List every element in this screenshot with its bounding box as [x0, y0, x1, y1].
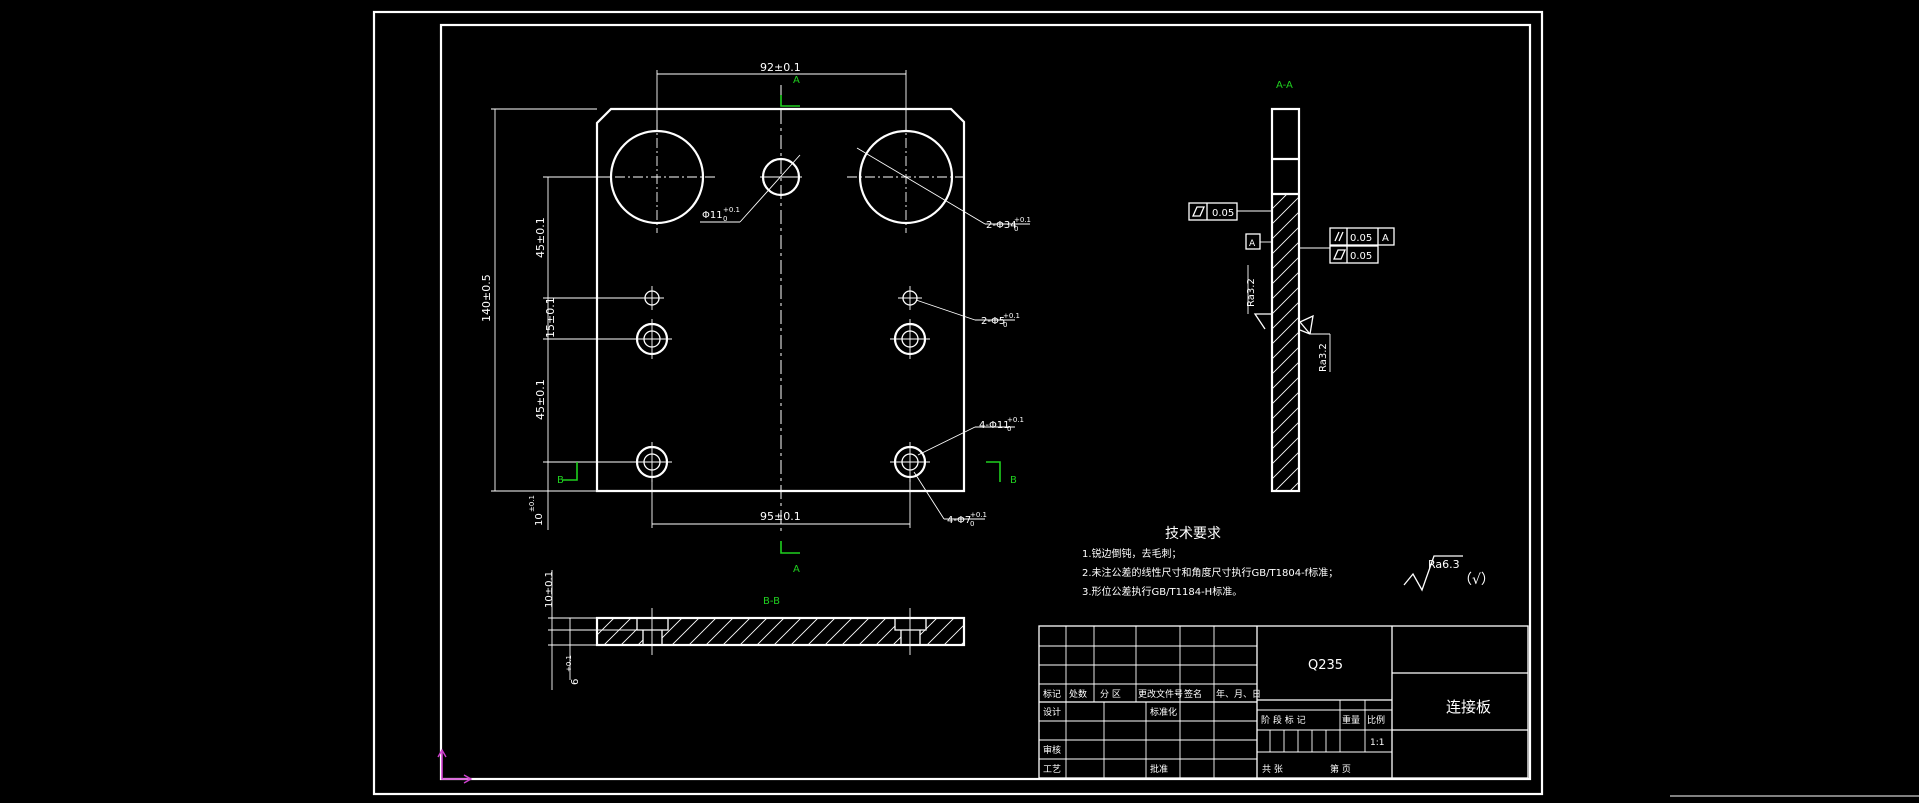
hatch-line	[620, 618, 649, 645]
hatch-line	[1410, 194, 1707, 491]
hatch-line	[1305, 194, 1602, 491]
hatch-line	[1272, 451, 1299, 480]
hatch-line	[739, 618, 768, 645]
hatch-line	[978, 618, 1005, 645]
title-block	[1038, 625, 1529, 779]
hatch-line	[841, 618, 870, 645]
hatch-line	[1335, 194, 1632, 491]
hatch-line	[1395, 194, 1692, 491]
hatch-line	[1515, 194, 1812, 491]
plate-outline[interactable]	[595, 107, 966, 493]
hatch-line	[1237, 159, 1272, 194]
hatch-line	[1312, 159, 1347, 194]
cb-hole-bottom-right[interactable]	[890, 442, 930, 482]
hatch-line	[1272, 346, 1299, 375]
hatch-line	[1575, 194, 1872, 491]
cb-hole-mid-right[interactable]	[890, 319, 930, 359]
hatch-line	[1560, 194, 1857, 491]
hatch-line	[756, 618, 785, 645]
hatch-line	[1272, 436, 1299, 465]
hatch-line	[1545, 194, 1842, 491]
hatch-line	[875, 618, 904, 645]
hatch-line	[1455, 194, 1752, 491]
hatch-line	[943, 618, 964, 645]
hatch-line	[1272, 316, 1299, 345]
hatch-line	[1272, 241, 1299, 270]
hatch-line	[807, 618, 836, 645]
section-bb-view	[548, 570, 1005, 690]
hatch-line	[1272, 271, 1299, 300]
section-aa-view	[1188, 107, 1887, 493]
hatch-line	[892, 618, 921, 645]
hatch-line	[1272, 421, 1299, 450]
hatch-line	[1272, 361, 1299, 390]
hatch-line	[1297, 159, 1332, 194]
hatch-line	[1272, 194, 1288, 210]
hatch-line	[1320, 194, 1617, 491]
hatch-line	[603, 618, 632, 645]
hatch-line	[597, 618, 598, 645]
hatch-line	[1365, 194, 1662, 491]
hatch-line	[597, 618, 615, 645]
hatch-line	[824, 618, 853, 645]
hatch-line	[688, 618, 717, 645]
hatch-line	[722, 618, 751, 645]
inner-drawing-frame	[439, 23, 1532, 781]
hatch-line	[1286, 158, 1287, 159]
hatch-line	[1327, 159, 1362, 194]
hatch-line	[1274, 466, 1299, 491]
ucs-icon	[437, 748, 473, 784]
hatch-line	[1425, 194, 1722, 491]
hatch-line	[1272, 194, 1273, 195]
hatch-line	[1380, 194, 1677, 491]
outer-sheet-border	[372, 10, 1544, 796]
hatch-line	[1272, 256, 1299, 285]
hatch-line	[1470, 194, 1767, 491]
hatch-line	[1500, 194, 1797, 491]
hatch-line	[1272, 376, 1299, 405]
hatch-line	[1440, 194, 1737, 491]
hatch-line	[1272, 226, 1299, 255]
hatch-line	[858, 618, 887, 645]
hatch-line	[671, 618, 700, 645]
hatch-line	[790, 618, 819, 645]
hatch-line	[1272, 196, 1299, 225]
cb-hole-bottom-left[interactable]	[632, 442, 672, 482]
hatch-line	[1272, 331, 1299, 360]
hatch-line	[1272, 391, 1299, 420]
front-view	[491, 70, 1030, 554]
hatch-line	[1272, 301, 1299, 330]
cb-hole-mid-left[interactable]	[632, 319, 672, 359]
hatch-line	[705, 618, 734, 645]
hatch-line	[926, 618, 955, 645]
hatch-line	[773, 618, 802, 645]
hatch-line	[1530, 194, 1827, 491]
hatch-line	[637, 618, 666, 645]
general-roughness-symbol	[1403, 555, 1463, 592]
hatch-line	[909, 618, 938, 645]
hatch-line	[1590, 194, 1887, 491]
